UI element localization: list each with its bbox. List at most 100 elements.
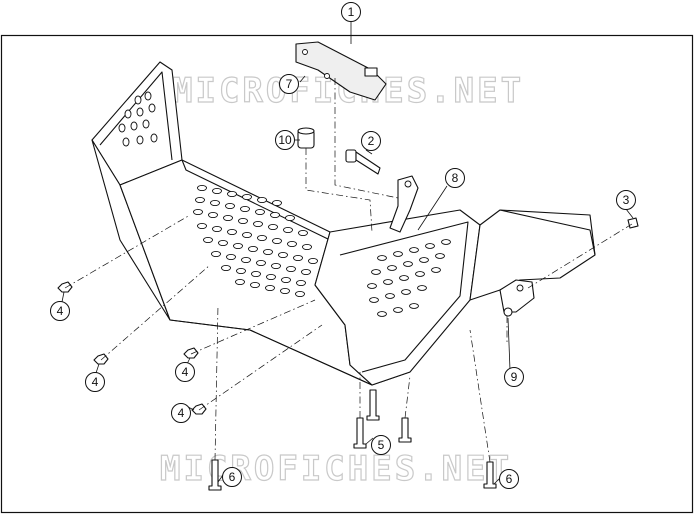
vent-hole [257, 234, 267, 242]
vent-hole [308, 257, 318, 265]
vent-hole [377, 311, 387, 317]
callout-c2: 2 [361, 131, 381, 151]
callout-circle [616, 190, 636, 210]
vent-hole [271, 262, 281, 270]
callout-c6b: 6 [499, 469, 519, 489]
vent-hole [242, 231, 252, 239]
callout-c10: 10 [275, 130, 295, 150]
vent-hole [403, 261, 413, 267]
vent-hole [253, 220, 263, 228]
vent-hole [367, 283, 377, 289]
vent-hole [296, 279, 306, 287]
vent-hole [409, 303, 419, 309]
vent-hole [285, 214, 295, 222]
callout-circle [222, 467, 242, 487]
vent-hole [415, 271, 425, 277]
vent-hole [251, 270, 261, 278]
callout-leaders [61, 22, 634, 485]
vent-hole [383, 279, 393, 285]
callout-circle [279, 74, 299, 94]
vent-hole [211, 250, 221, 258]
vent-hole [298, 229, 308, 237]
vent-hole [302, 243, 312, 251]
callout-c4b: 4 [85, 372, 105, 392]
callout-label: 6 [229, 470, 236, 484]
callout-label: 7 [286, 77, 293, 91]
diagram-frame [0, 34, 694, 514]
vent-hole [241, 256, 251, 264]
vent-hole [385, 293, 395, 299]
callout-label: 9 [511, 370, 518, 384]
nut-part-4-a [57, 281, 73, 293]
vent-hole [240, 205, 250, 213]
callout-c8: 8 [445, 168, 465, 188]
callout-label: 4 [178, 406, 185, 420]
vent-hole [227, 228, 237, 236]
vent-hole [417, 285, 427, 291]
callout-c4d: 4 [171, 403, 191, 423]
callout-circle [50, 301, 70, 321]
vent-hole [393, 251, 403, 257]
vent-hole [371, 269, 381, 275]
vent-hole [283, 226, 293, 234]
callout-label: 3 [623, 193, 630, 207]
callout-label: 4 [182, 365, 189, 379]
vent-hole [225, 202, 235, 210]
vent-hole [212, 225, 222, 233]
callout-circle [175, 362, 195, 382]
vent-hole [197, 184, 207, 192]
vent-hole [293, 254, 303, 262]
callout-label: 4 [92, 375, 99, 389]
vent-hole [377, 255, 387, 261]
vent-hole [212, 187, 222, 195]
vent-hole [369, 297, 379, 303]
vent-hole [281, 276, 291, 284]
vent-hole [210, 199, 220, 207]
vent-hole [266, 273, 276, 281]
vent-hole [248, 245, 258, 253]
vent-hole [256, 259, 266, 267]
vent-hole [270, 211, 280, 219]
vent-hole [250, 281, 260, 289]
callout-label: 8 [452, 171, 459, 185]
callout-circle [85, 372, 105, 392]
vent-hole [255, 208, 265, 216]
vent-hole [409, 247, 419, 253]
vent-hole [286, 265, 296, 273]
vent-hole [301, 268, 311, 276]
callout-c9: 9 [504, 367, 524, 387]
callout-circle [504, 367, 524, 387]
screw-part-6-right [483, 461, 497, 489]
assembly-lines [64, 78, 633, 463]
callout-circle [275, 130, 295, 150]
callout-circle [341, 2, 361, 22]
callout-label: 6 [506, 472, 513, 486]
vent-hole [419, 257, 429, 263]
callout-circle [361, 131, 381, 151]
vent-hole [435, 253, 445, 259]
callout-circle [445, 168, 465, 188]
nut-part-3 [627, 217, 639, 229]
vent-hole [278, 251, 288, 259]
callout-circle [171, 403, 191, 423]
vent-hole [287, 240, 297, 248]
callout-c4c: 4 [175, 362, 195, 382]
callout-c3: 3 [616, 190, 636, 210]
callout-c4a: 4 [50, 301, 70, 321]
vent-hole [203, 236, 213, 244]
vent-hole [431, 267, 441, 273]
plate-rear-extension [469, 209, 596, 301]
nut-part-4-d [191, 403, 207, 415]
bracket-arm-part-8 [389, 175, 419, 233]
callout-c7: 7 [279, 74, 299, 94]
callout-c6a: 6 [222, 467, 242, 487]
vent-hole [226, 253, 236, 261]
vent-hole [193, 208, 203, 216]
vent-hole [242, 193, 252, 201]
vent-hole [235, 278, 245, 286]
vent-hole [425, 243, 435, 249]
vent-hole [268, 223, 278, 231]
callout-c1: 1 [341, 2, 361, 22]
callout-circle [371, 435, 391, 455]
